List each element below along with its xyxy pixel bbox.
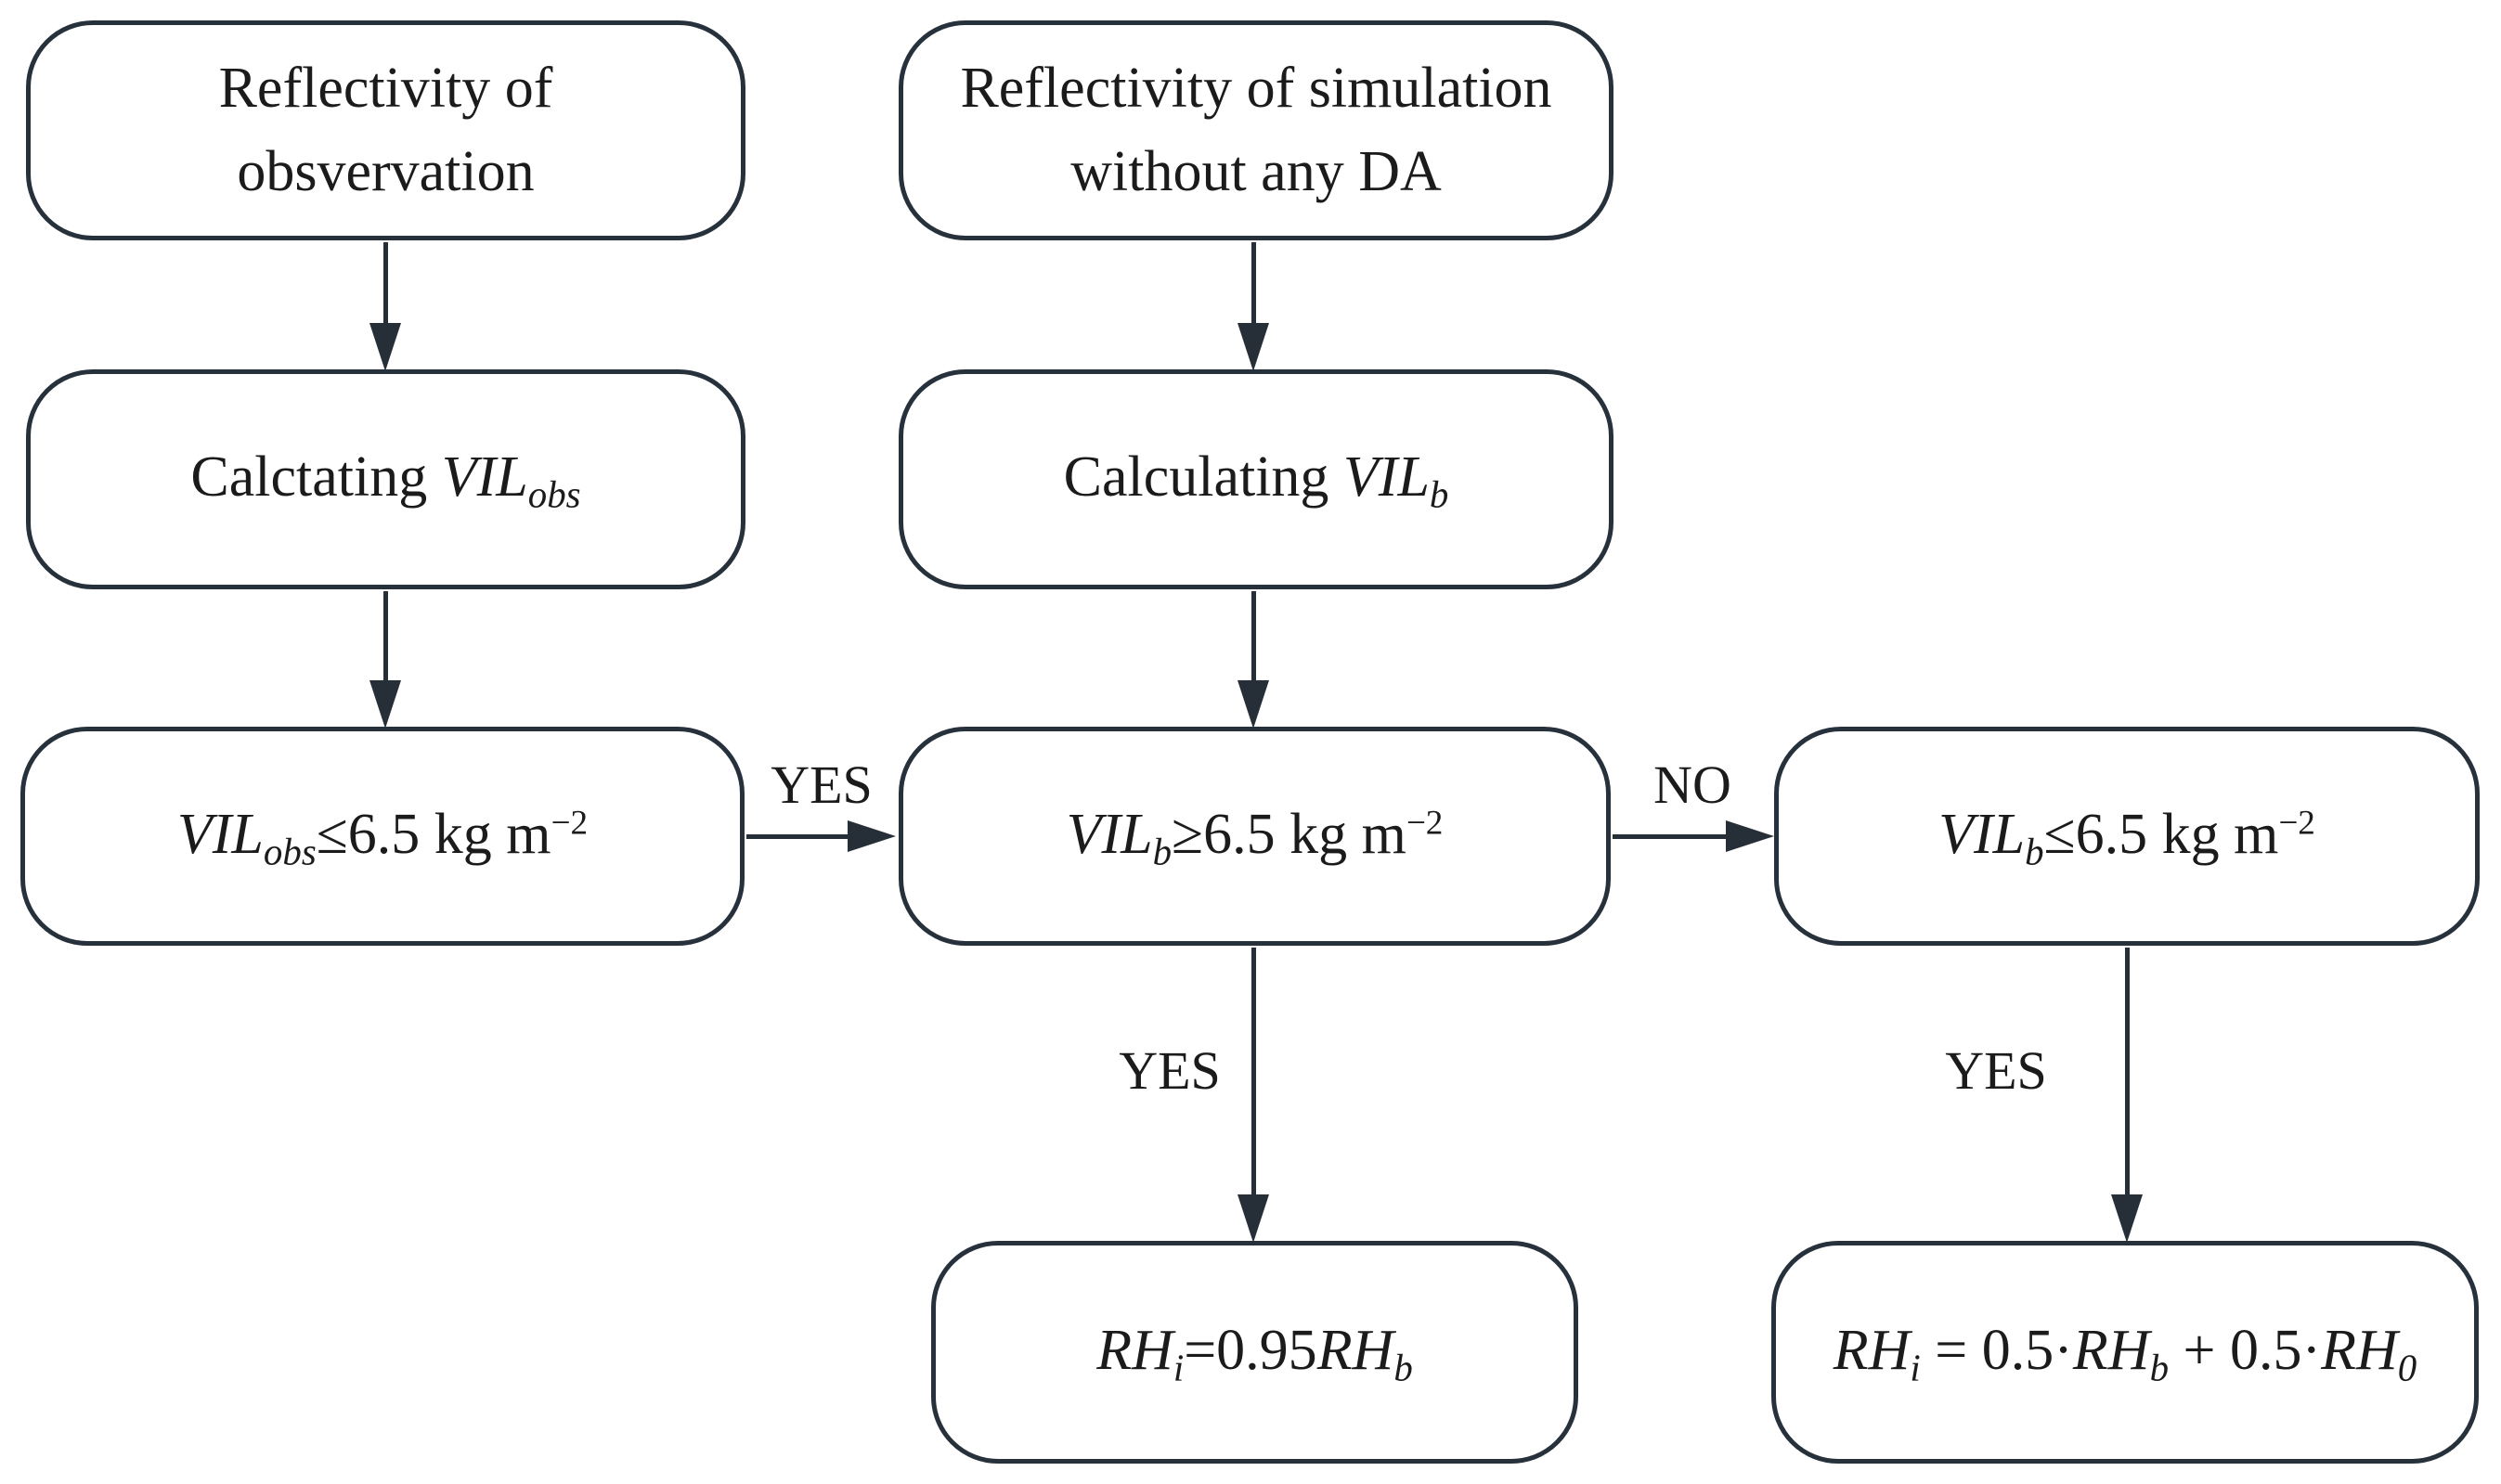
arrowhead-observation-to-calc-vil-obs <box>369 323 401 371</box>
node-condition-vil-b-le: VILb≤6.5 kg m−2 <box>1774 727 2480 946</box>
arrow-calc-vil-b-to-condition <box>1251 591 1256 683</box>
node-condition-vil-obs-le: VILobs≤6.5 kg m−2 <box>20 727 745 946</box>
node-reflectivity-simulation: Reflectivity of simulation without any D… <box>899 20 1613 240</box>
node-calculate-vil-obs: Calctating VILobs <box>26 369 745 589</box>
edge-label-yes-b-ge: YES <box>1119 1040 1221 1101</box>
node-condition-vil-obs-le-label: VILobs≤6.5 kg m−2 <box>176 802 589 872</box>
edge-label-yes-b-le: YES <box>1945 1040 2047 1101</box>
node-rh-assign-mix: RHi = 0.5·RHb + 0.5·RH0 <box>1771 1241 2479 1464</box>
node-rh-assign-095-label: RHi=0.95RHb <box>1096 1318 1413 1388</box>
arrowhead-simulation-to-calc-vil-b <box>1238 323 1269 371</box>
node-condition-vil-b-ge-label: VILb≥6.5 kg m−2 <box>1066 802 1444 872</box>
node-condition-vil-b-ge: VILb≥6.5 kg m−2 <box>899 727 1611 946</box>
arrowhead-calc-vil-b-to-condition <box>1238 680 1269 729</box>
arrowhead-calc-vil-obs-to-condition <box>369 680 401 729</box>
node-condition-vil-b-le-label: VILb≤6.5 kg m−2 <box>1938 802 2315 872</box>
node-calculate-vil-obs-label: Calctating VILobs <box>190 445 581 516</box>
arrow-calc-vil-obs-to-condition <box>383 591 388 683</box>
arrow-vil-b-ge-yes-to-rh-095 <box>1251 948 1256 1197</box>
arrowhead-vil-b-le-yes-to-rh-mix <box>2111 1194 2143 1243</box>
node-reflectivity-observation-label: Reflectivity of obsvervation <box>218 56 553 203</box>
node-reflectivity-observation: Reflectivity of obsvervation <box>26 20 745 240</box>
node-calculate-vil-b: Calculating VILb <box>899 369 1613 589</box>
arrowhead-vil-b-ge-no-to-vil-b-le <box>1726 820 1774 852</box>
edge-label-no-b-ge: NO <box>1653 755 1731 815</box>
arrow-vil-b-le-yes-to-rh-mix <box>2125 948 2130 1197</box>
node-rh-assign-mix-label: RHi = 0.5·RHb + 0.5·RH0 <box>1833 1318 2417 1388</box>
arrow-simulation-to-calc-vil-b <box>1251 242 1256 326</box>
arrow-observation-to-calc-vil-obs <box>383 242 388 326</box>
node-rh-assign-095: RHi=0.95RHb <box>931 1241 1578 1464</box>
edge-label-yes-obs-to-b: YES <box>771 755 873 815</box>
arrowhead-vil-obs-yes-to-vil-b-ge <box>848 820 896 852</box>
arrow-vil-obs-yes-to-vil-b-ge <box>746 834 850 839</box>
node-calculate-vil-b-label: Calculating VILb <box>1063 445 1449 516</box>
arrowhead-vil-b-ge-yes-to-rh-095 <box>1238 1194 1269 1243</box>
arrow-vil-b-ge-no-to-vil-b-le <box>1613 834 1729 839</box>
node-reflectivity-simulation-label: Reflectivity of simulation without any D… <box>960 56 1552 203</box>
